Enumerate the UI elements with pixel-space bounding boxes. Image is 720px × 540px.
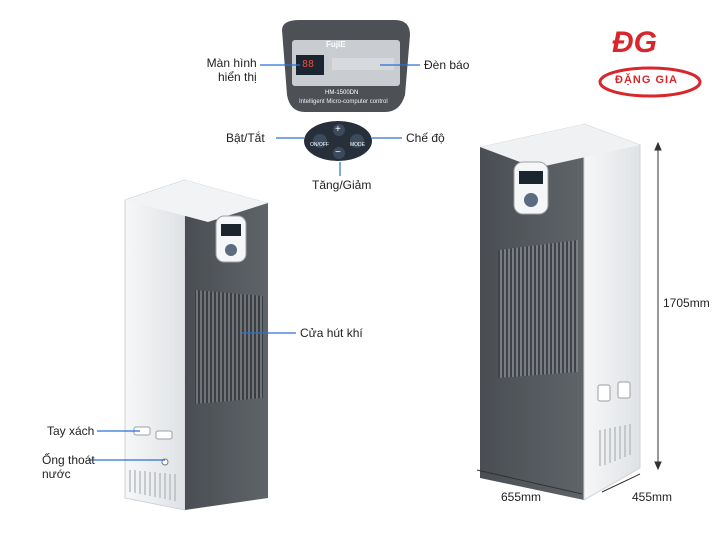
- onoff-button-label: ON/OFF: [310, 142, 329, 148]
- dang-gia-logo: [598, 66, 702, 98]
- label-air-intake: Cửa hút khí: [300, 326, 363, 340]
- label-leaders: [88, 64, 420, 461]
- right-dehumidifier: [480, 123, 641, 501]
- label-adjust: Tăng/Giảm: [312, 178, 372, 192]
- display-digits: 88: [302, 59, 315, 70]
- panel-brand: FujiE: [326, 40, 346, 49]
- display-screen: [296, 55, 324, 75]
- dimension-width: 655mm: [501, 490, 542, 504]
- label-power: Bật/Tắt: [226, 131, 265, 145]
- panel-model: HM-1500DN: [325, 90, 359, 96]
- minus-button-label: −: [335, 147, 341, 158]
- dimension-height: 1705mm: [663, 296, 710, 310]
- control-panel-closeup: [282, 20, 410, 161]
- dimension-lines: [476, 141, 662, 495]
- dimension-depth: 455mm: [632, 490, 673, 504]
- panel-caption: Intelligent Micro-computer control: [299, 99, 388, 105]
- air-intake-grille: [195, 290, 263, 404]
- logo-name: ĐẶNG GIA: [615, 74, 678, 86]
- plus-button-label: +: [335, 124, 341, 135]
- mode-button-label: MODE: [350, 142, 365, 148]
- left-dehumidifier: [124, 179, 268, 511]
- plus-button-shape: [333, 124, 345, 136]
- label-indicator: Đèn báo: [424, 58, 470, 72]
- label-mode: Chế độ: [406, 131, 445, 145]
- label-handle: Tay xách: [47, 424, 95, 438]
- logo-letters: ĐG: [612, 26, 657, 59]
